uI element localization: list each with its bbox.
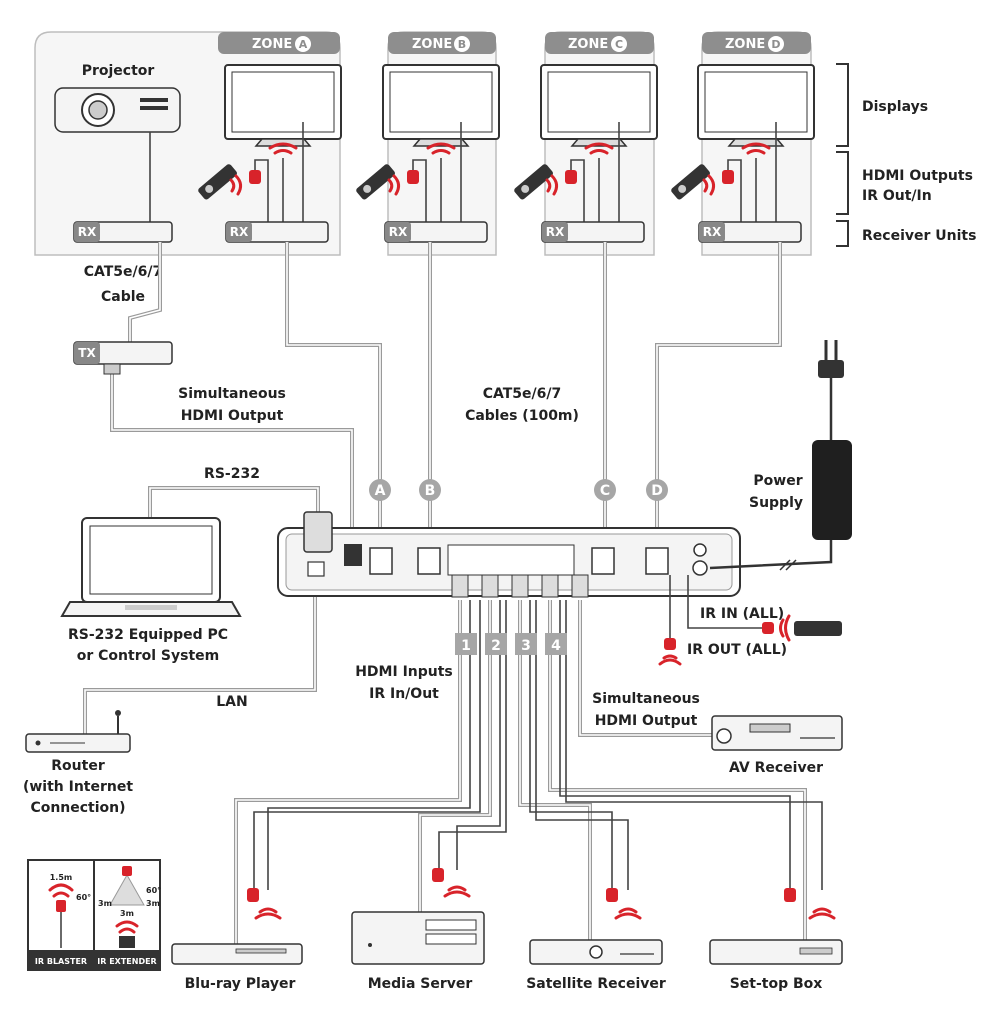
displays-label: Displays bbox=[862, 99, 928, 115]
settop-box-icon bbox=[709, 939, 843, 965]
power-supply-label-line1: Power bbox=[753, 473, 802, 489]
lan-label: LAN bbox=[216, 694, 247, 710]
cat-cable-label-line1: CAT5e/6/7 bbox=[84, 264, 163, 280]
satellite-receiver-icon bbox=[529, 939, 663, 965]
sim-hdmi-top-label-line1: Simultaneous bbox=[178, 386, 286, 402]
laptop-icon bbox=[60, 517, 242, 617]
sim-hdmi-bottom-label-line2: HDMI Output bbox=[595, 713, 698, 729]
zone-wires bbox=[249, 122, 777, 222]
legend-ir-blaster: IR BLASTER bbox=[35, 957, 87, 966]
hdmi-outputs-label-line2: IR Out/In bbox=[862, 188, 932, 204]
zone-d-letter: D bbox=[771, 38, 780, 51]
badge-a: A bbox=[375, 483, 386, 499]
cat-cables-label-line2: Cables (100m) bbox=[465, 408, 579, 424]
legend-blaster-distance: 1.5m bbox=[50, 873, 73, 882]
ir-out-label: IR OUT (ALL) bbox=[687, 642, 787, 658]
zone-c-letter: C bbox=[615, 38, 623, 51]
badge-d: D bbox=[651, 483, 663, 499]
legend-blaster-angle: 60° bbox=[76, 893, 91, 902]
hdmi-inputs-label-line1: HDMI Inputs bbox=[355, 664, 453, 680]
cat-cables-label-line1: CAT5e/6/7 bbox=[483, 386, 562, 402]
rx-units: RX RX RX RX RX bbox=[73, 221, 802, 243]
router-label-line2: (with Internet bbox=[23, 779, 133, 795]
badge-c: C bbox=[600, 483, 610, 499]
badge-b: B bbox=[425, 483, 436, 499]
hdmi-inputs-label-line2: IR In/Out bbox=[369, 686, 439, 702]
tx-label: TX bbox=[78, 346, 96, 360]
zone-b-letter: B bbox=[458, 38, 466, 51]
cat-cable-label-line2: Cable bbox=[101, 289, 145, 305]
rx-a-label: RX bbox=[230, 225, 249, 239]
av-receiver-label: AV Receiver bbox=[729, 760, 823, 776]
source-ir-wires bbox=[247, 600, 836, 920]
router-icon bbox=[25, 710, 131, 753]
settop-label: Set-top Box bbox=[730, 976, 823, 992]
zone-a-letter: A bbox=[299, 38, 308, 51]
sim-hdmi-top-label-line2: HDMI Output bbox=[181, 408, 284, 424]
zone-b-label: ZONE bbox=[412, 37, 452, 52]
cat-cables bbox=[83, 242, 807, 950]
projector-label: Projector bbox=[82, 63, 155, 79]
legend-extender-angle: 60° bbox=[146, 886, 161, 895]
legend-extender-left: 3m bbox=[98, 899, 112, 908]
rx-c-label: RX bbox=[546, 225, 565, 239]
input-badges: 1 2 3 4 bbox=[455, 633, 567, 655]
display-a-icon bbox=[224, 64, 342, 147]
input-4-badge: 4 bbox=[551, 638, 561, 654]
tx-unit: TX bbox=[73, 341, 173, 375]
display-ir-icons bbox=[268, 142, 771, 155]
right-brackets bbox=[836, 63, 849, 247]
av-receiver-icon bbox=[711, 715, 843, 751]
satellite-label: Satellite Receiver bbox=[526, 976, 666, 992]
receiver-units-label: Receiver Units bbox=[862, 228, 976, 244]
matrix-unit bbox=[277, 511, 741, 598]
media-server-label: Media Server bbox=[368, 976, 473, 992]
sim-hdmi-bottom-label-line1: Simultaneous bbox=[592, 691, 700, 707]
remote-icons bbox=[198, 164, 716, 200]
hdmi-outputs-label-line1: HDMI Outputs bbox=[862, 168, 973, 184]
display-d-icon bbox=[697, 64, 815, 147]
media-server-icon bbox=[351, 911, 485, 965]
display-b-icon bbox=[382, 64, 500, 147]
input-1-badge: 1 bbox=[461, 638, 471, 654]
legend-ir-extender: IR EXTENDER bbox=[97, 957, 156, 966]
zone-badges: A B C D bbox=[369, 479, 668, 501]
rx-b-label: RX bbox=[389, 225, 408, 239]
legend-extender-right: 3m bbox=[146, 899, 160, 908]
ir-in-out-icons bbox=[658, 575, 842, 666]
power-supply-label-line2: Supply bbox=[749, 495, 803, 511]
pc-label-line2: or Control System bbox=[77, 648, 219, 664]
input-2-badge: 2 bbox=[491, 638, 501, 654]
ir-legend: IR BLASTER IR EXTENDER 1.5m 60° 60° 3m 3… bbox=[27, 859, 161, 971]
rx-projector-label: RX bbox=[78, 225, 97, 239]
zone-c-label: ZONE bbox=[568, 37, 608, 52]
ir-in-label: IR IN (ALL) bbox=[700, 606, 784, 622]
display-c-icon bbox=[540, 64, 658, 147]
bluray-player-icon bbox=[171, 943, 303, 965]
input-3-badge: 3 bbox=[521, 638, 531, 654]
legend-extender-bottom: 3m bbox=[120, 909, 134, 918]
zone-d-label: ZONE bbox=[725, 37, 765, 52]
rs232-label: RS-232 bbox=[204, 466, 260, 482]
projector-icon bbox=[54, 87, 181, 222]
bluray-label: Blu-ray Player bbox=[185, 976, 296, 992]
rx-d-label: RX bbox=[703, 225, 722, 239]
pc-label-line1: RS-232 Equipped PC bbox=[68, 627, 228, 643]
router-label-line3: Connection) bbox=[30, 800, 125, 816]
router-label-line1: Router bbox=[51, 758, 105, 774]
zone-a-label: ZONE bbox=[252, 37, 292, 52]
power-supply-icon bbox=[709, 340, 852, 571]
